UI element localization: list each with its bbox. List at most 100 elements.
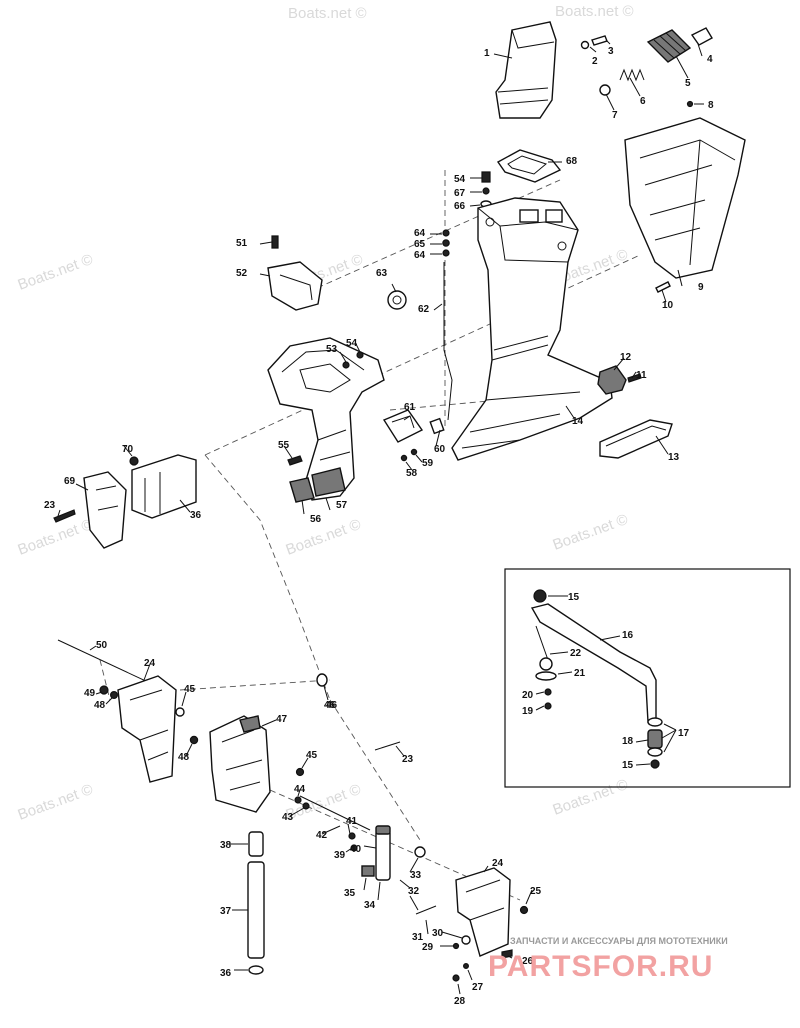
- nut: [99, 685, 109, 695]
- cover-plate: [382, 409, 424, 443]
- callout-label: 69: [64, 476, 76, 487]
- callout-label: 51: [236, 238, 248, 249]
- swivel-bracket: [209, 715, 271, 813]
- watermark: Boats.net ©: [16, 516, 96, 559]
- exhaust-tube: [495, 21, 557, 119]
- seal-strip: [599, 419, 673, 459]
- rubber-mount: [597, 365, 627, 395]
- callout-label: 18: [622, 736, 634, 747]
- callout-label: 46: [326, 700, 338, 711]
- bolt: [627, 373, 642, 383]
- sleeve: [248, 831, 264, 857]
- callout-label: 11: [636, 370, 647, 381]
- callout-label: 54: [346, 338, 358, 349]
- brand-name: PARTSFOR.RU: [488, 950, 713, 983]
- nut: [175, 707, 185, 717]
- nut: [442, 239, 450, 247]
- washer: [461, 935, 471, 945]
- callout-label: 26: [522, 956, 534, 967]
- exhaust-housing: [267, 337, 385, 501]
- watermark: Boats.net ©: [284, 516, 364, 559]
- screw: [591, 35, 608, 46]
- callout-label: 64: [414, 250, 426, 261]
- pin: [686, 100, 694, 108]
- callout-label: 67: [454, 188, 466, 199]
- callout-label: 2: [592, 56, 598, 67]
- washer: [519, 905, 529, 915]
- callout-label: 22: [570, 648, 582, 659]
- callout-label: 24: [144, 658, 156, 669]
- tilt-tube-long: [247, 861, 265, 959]
- callout-label: 36: [220, 968, 232, 979]
- callout-label: 5: [685, 78, 691, 89]
- callout-label: 23: [44, 500, 56, 511]
- screw: [53, 509, 76, 523]
- callout-label: 35: [344, 888, 356, 899]
- gasket: [496, 149, 562, 183]
- cylinder-cap: [361, 865, 375, 877]
- rod-connector: [429, 417, 445, 435]
- tilt-pin: [374, 741, 401, 751]
- callout-label: 64: [414, 228, 426, 239]
- callout-label: 63: [376, 268, 388, 279]
- callout-label: 40: [350, 844, 362, 855]
- washer: [414, 846, 426, 858]
- swivel-bracket-cover: [131, 454, 197, 519]
- callout-label: 1: [484, 48, 490, 59]
- leader-lines: [57, 39, 704, 995]
- brand-logo: ЗАПЧАСТИ И АКСЕССУАРЫ ДЛЯ МОТОТЕХНИКИ PA…: [488, 936, 728, 983]
- callout-label: 65: [414, 239, 426, 250]
- grommet: [129, 456, 139, 466]
- callout-label: 48: [94, 700, 106, 711]
- callout-label: 37: [220, 906, 232, 917]
- nut: [295, 767, 305, 777]
- callout-label: 24: [492, 858, 504, 869]
- callout-label: 8: [708, 100, 714, 111]
- stern-bracket-right: [455, 867, 511, 957]
- watermark: Boats.net ©: [555, 3, 634, 20]
- lower-mount: [289, 477, 315, 503]
- callout-label: 28: [454, 996, 466, 1007]
- watermark: Boats.net ©: [551, 511, 631, 554]
- callout-label: 55: [278, 440, 290, 451]
- callout-label: 34: [364, 900, 376, 911]
- callout-label: 3: [608, 46, 614, 57]
- spring: [619, 68, 645, 82]
- bolt: [356, 351, 364, 359]
- callout-label: 7: [612, 110, 618, 121]
- callout-label: 20: [522, 690, 534, 701]
- brand-tagline: ЗАПЧАСТИ И АКСЕССУАРЫ ДЛЯ МОТОТЕХНИКИ: [510, 936, 728, 946]
- callout-label: 36: [190, 510, 202, 521]
- callout-label: 70: [122, 444, 134, 455]
- screw: [287, 455, 303, 466]
- callout-label: 53: [326, 344, 338, 355]
- water-tube-coupling: [646, 27, 713, 63]
- washer: [248, 965, 264, 975]
- callout-label: 16: [622, 630, 634, 641]
- callout-label: 13: [668, 452, 680, 463]
- washer: [580, 40, 590, 50]
- washer: [342, 361, 350, 369]
- callout-label: 61: [404, 402, 416, 413]
- callout-label: 57: [336, 500, 348, 511]
- driveshaft-housing: [451, 197, 613, 461]
- callout-label: 29: [422, 942, 434, 953]
- washer: [294, 796, 302, 804]
- washer: [482, 187, 490, 195]
- screw: [271, 235, 279, 249]
- washer: [442, 229, 450, 237]
- callout-label: 10: [662, 300, 674, 311]
- washer: [410, 448, 418, 456]
- callout-label: 43: [282, 812, 294, 823]
- nut: [452, 942, 460, 950]
- callout-label: 32: [408, 886, 420, 897]
- callout-label: 27: [472, 982, 484, 993]
- callout-label: 49: [84, 688, 96, 699]
- callout-label: 68: [566, 156, 578, 167]
- clip: [655, 281, 671, 293]
- callout-label: 15: [568, 592, 580, 603]
- washer: [348, 832, 356, 840]
- callout-label: 4: [707, 54, 713, 65]
- callout-label: 31: [412, 932, 424, 943]
